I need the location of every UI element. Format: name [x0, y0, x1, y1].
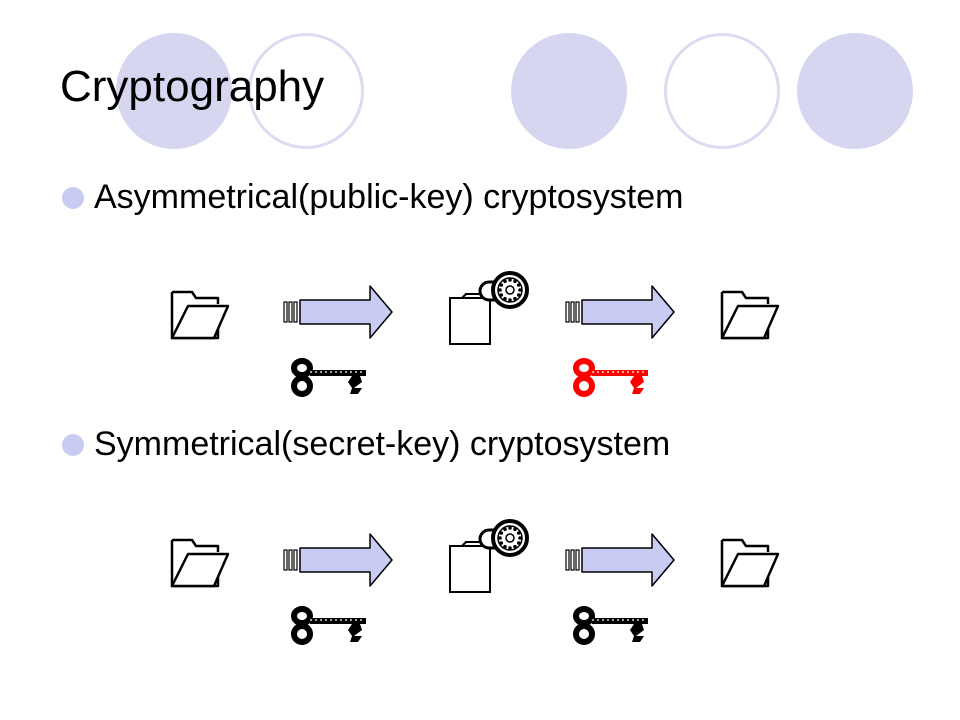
bullet-dot	[62, 433, 84, 456]
decorative-circle-5	[797, 33, 913, 149]
decorative-circle-4	[664, 33, 780, 149]
locked-folder-icon	[449, 519, 529, 593]
right-arrow-icon	[283, 285, 393, 339]
decorative-circle-3	[511, 33, 627, 149]
bullet-text: Symmetrical(secret-key) cryptosystem	[94, 425, 671, 463]
decorative-circle-2	[248, 33, 364, 149]
key-icon	[573, 606, 648, 645]
bullet-symmetric: Symmetrical(secret-key) cryptosystem	[62, 425, 670, 464]
open-folder-icon	[170, 290, 230, 340]
bullet-text: Asymmetrical(public-key) cryptosystem	[94, 178, 684, 216]
decorative-circle-1	[116, 33, 232, 149]
key-icon	[291, 358, 366, 397]
open-folder-icon	[720, 538, 780, 588]
key-icon	[573, 358, 648, 397]
key-icon	[291, 606, 366, 645]
bullet-asymmetric: Asymmetrical(public-key) cryptosystem	[62, 178, 683, 217]
right-arrow-icon	[565, 533, 675, 587]
bullet-dot	[62, 186, 84, 209]
slide-title: Cryptography	[60, 62, 325, 111]
asymmetric-flow-diagram	[0, 270, 960, 410]
symmetric-flow-diagram	[0, 518, 960, 658]
open-folder-icon	[720, 290, 780, 340]
locked-folder-icon	[449, 271, 529, 345]
right-arrow-icon	[283, 533, 393, 587]
open-folder-icon	[170, 538, 230, 588]
right-arrow-icon	[565, 285, 675, 339]
